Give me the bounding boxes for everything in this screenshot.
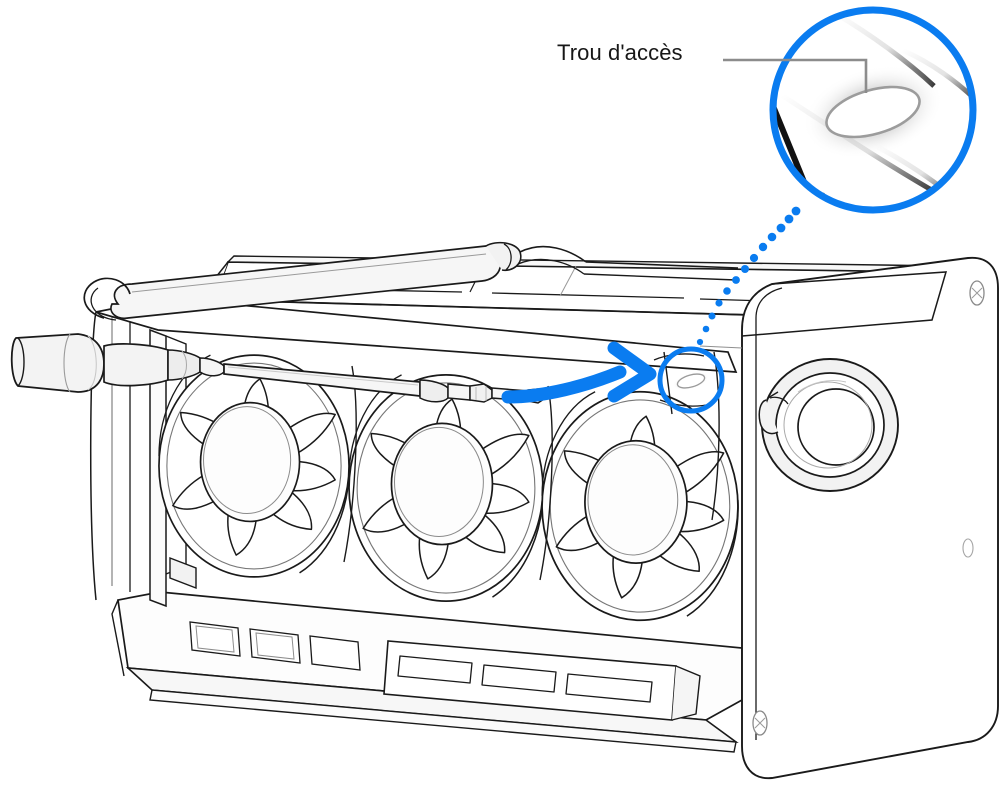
bottom-bracket bbox=[111, 591, 743, 753]
callout-leader-line bbox=[723, 58, 868, 93]
side-panel-screw-bottom bbox=[752, 710, 768, 736]
fan-1 bbox=[158, 354, 351, 578]
chassis-top-rail bbox=[83, 241, 739, 321]
fan-3 bbox=[541, 390, 739, 622]
fan-assembly bbox=[83, 241, 999, 779]
access-hole-marker-circle bbox=[657, 346, 725, 414]
screwdriver-shaft bbox=[223, 363, 471, 403]
magnified-detail-circle bbox=[769, 6, 977, 214]
screwdriver bbox=[10, 333, 545, 404]
screwdriver-handle bbox=[10, 333, 169, 393]
screwdriver-ferrule bbox=[167, 349, 225, 381]
dotted-connector-line bbox=[696, 206, 801, 346]
side-panel-port bbox=[758, 358, 899, 492]
callout-label: Trou d'accès bbox=[557, 40, 683, 65]
fan-2 bbox=[348, 374, 544, 602]
fan-cage-left-frame bbox=[89, 311, 197, 608]
insertion-direction-arrow bbox=[501, 341, 657, 404]
side-panel-screw-top bbox=[969, 280, 985, 306]
side-panel bbox=[741, 256, 999, 779]
